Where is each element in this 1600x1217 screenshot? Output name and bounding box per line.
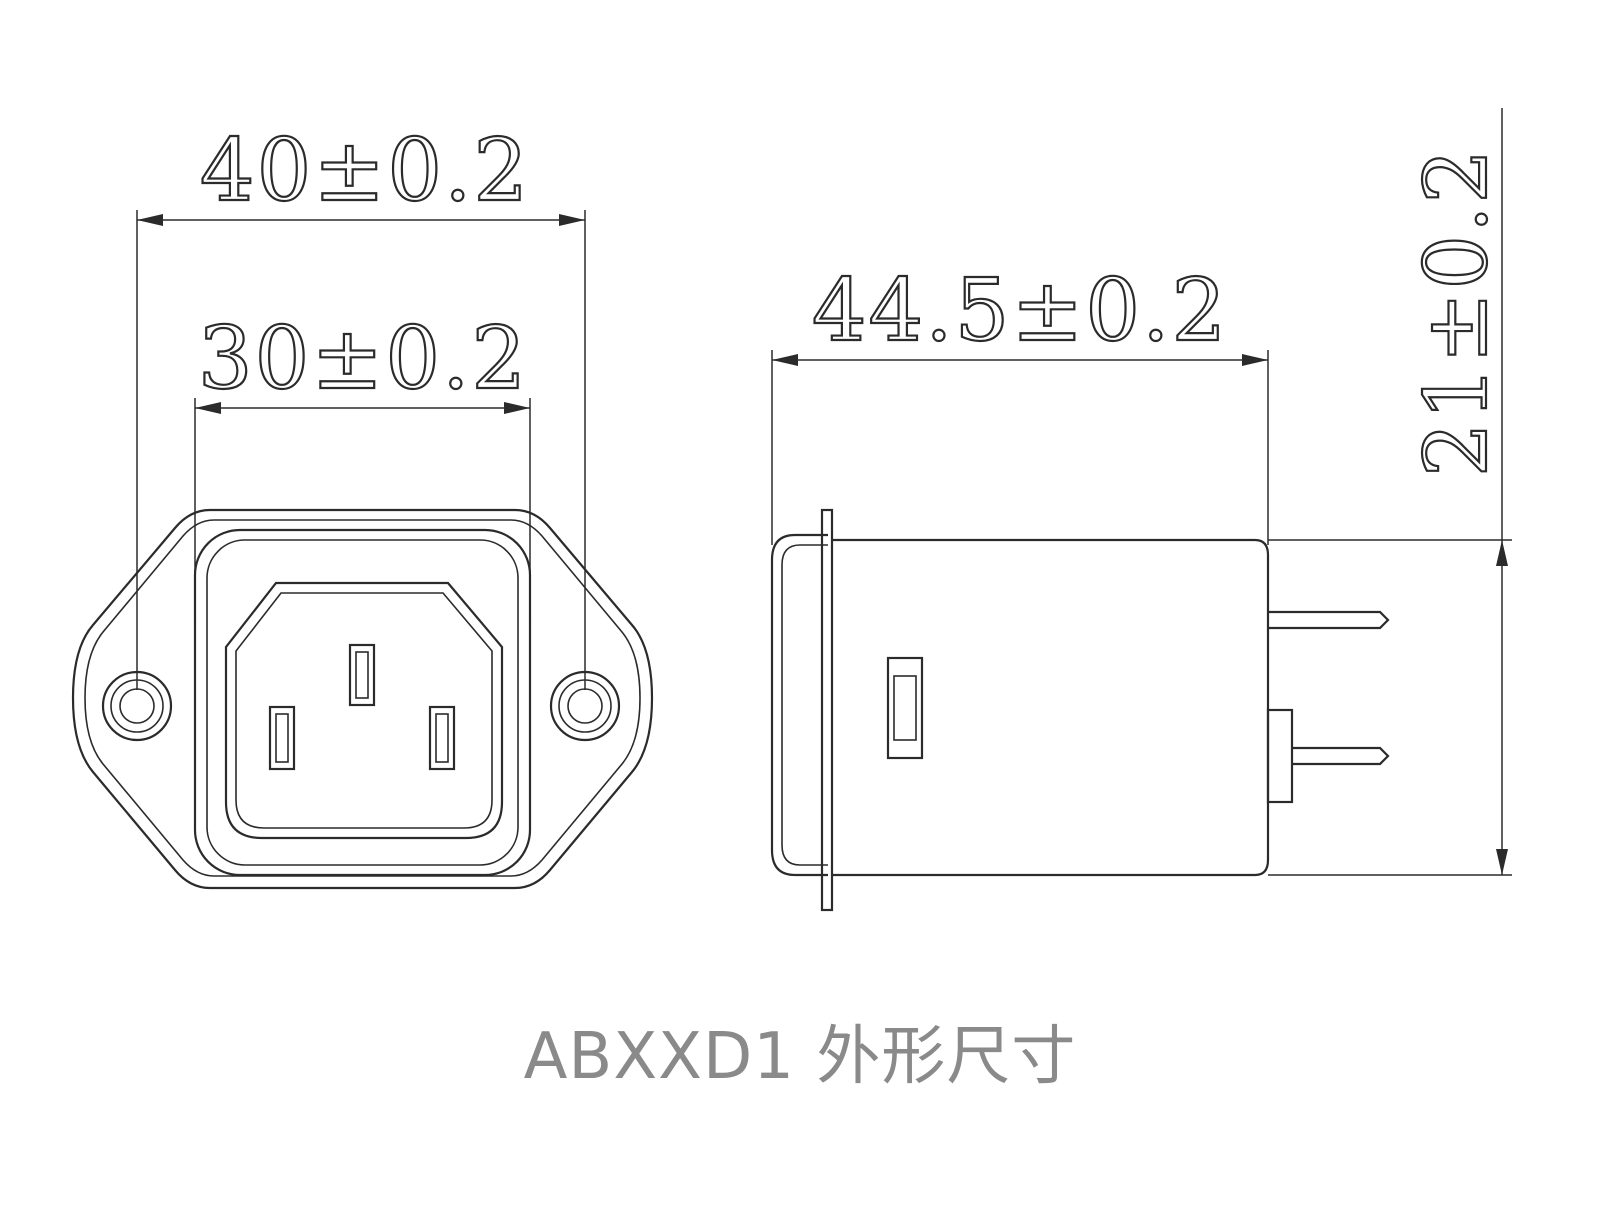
front-flange-outline <box>71 508 654 890</box>
diagram-caption: ABXXD1 外形尺寸 <box>523 1020 1077 1094</box>
socket-pin-earth <box>348 643 376 707</box>
dimension-30-label: 30±0.2 <box>198 309 528 409</box>
dimension-40-label: 40±0.2 <box>200 121 530 221</box>
terminal-lower <box>1292 746 1390 766</box>
dimension-40: 40±0.2 <box>136 120 586 690</box>
socket-pin-right <box>428 705 456 771</box>
side-view: 44.5±0.2 21±0.2 <box>770 108 1512 912</box>
socket-inner-outline <box>235 592 493 829</box>
side-front-cap-inner <box>781 544 828 866</box>
front-body-frame-inner <box>206 539 519 866</box>
terminal-upper <box>1268 610 1390 630</box>
side-flange <box>820 508 834 912</box>
socket-outline <box>224 581 504 840</box>
dimension-44-5-label: 44.5±0.2 <box>812 261 1228 361</box>
side-front-cap <box>770 533 828 877</box>
side-body <box>832 538 1270 877</box>
dimension-21-label: 21±0.2 <box>1407 147 1507 477</box>
dimension-21: 21±0.2 <box>1268 108 1512 876</box>
side-rear-boss <box>1266 708 1294 804</box>
socket-pin-left <box>268 705 296 771</box>
front-view: 40±0.2 30±0.2 <box>71 120 654 890</box>
front-flange-inner-outline <box>84 519 641 877</box>
dimension-30: 30±0.2 <box>194 308 531 620</box>
side-latch <box>886 656 924 760</box>
front-body-frame <box>193 528 532 877</box>
dimension-44-5: 44.5±0.2 <box>771 260 1269 545</box>
